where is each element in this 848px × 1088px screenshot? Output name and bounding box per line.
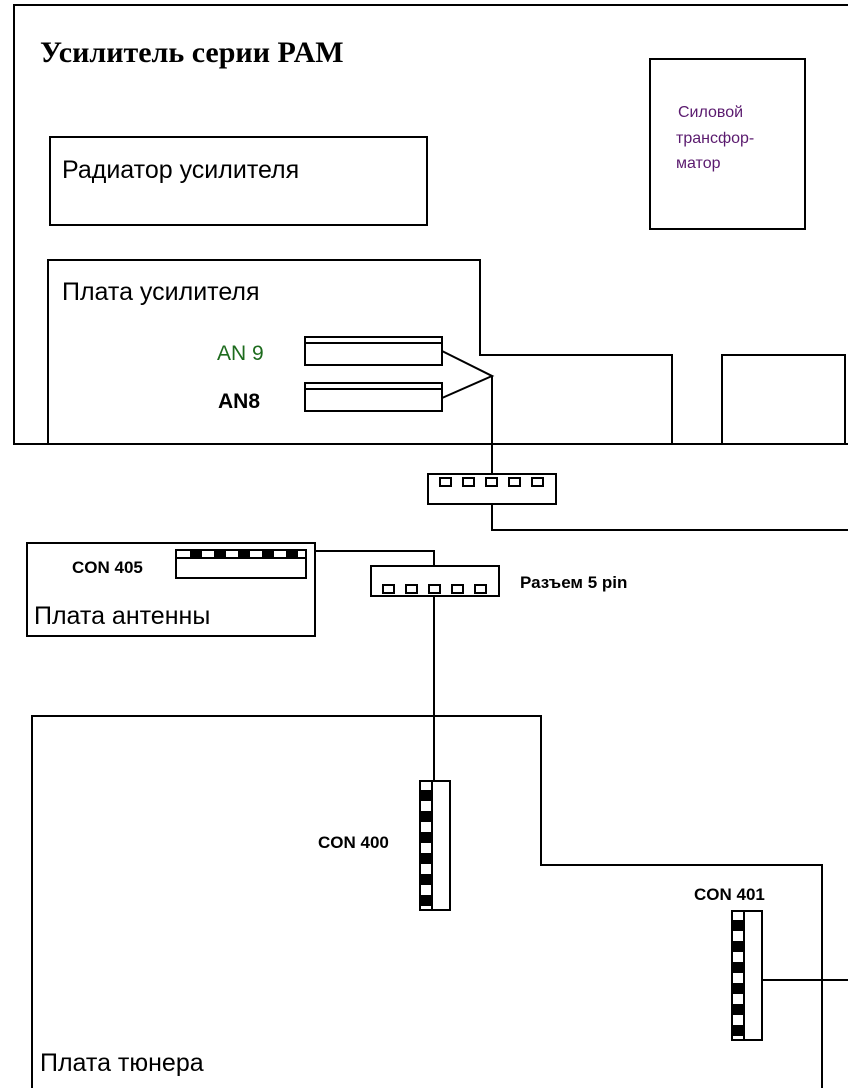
transformer-label-line-3: матор: [676, 155, 721, 172]
diagram-title: Усилитель серии PAM: [40, 36, 344, 69]
transformer-label-line-2: трансфор-: [676, 130, 754, 147]
connector-5pin-label: Разъем 5 pin: [520, 573, 627, 592]
an8-label: AN8: [218, 390, 260, 413]
amp-board-label: Плата усилителя: [62, 278, 260, 306]
con401-label: CON 401: [694, 885, 765, 904]
amp-board-right-part: [721, 354, 846, 444]
con401-connector: [731, 910, 763, 1041]
tuner-board-outline: [31, 715, 823, 1088]
antenna-board-label: Плата антенны: [34, 602, 210, 630]
an9-label: AN 9: [217, 342, 264, 365]
an-wire-merge: [441, 350, 495, 399]
con400-label: CON 400: [318, 833, 389, 852]
amp-board-outline: [47, 259, 673, 444]
transformer-block: [649, 58, 806, 230]
con405-pins: [190, 551, 298, 557]
antenna-wire: [315, 550, 435, 566]
transformer-label-line-1: Силовой: [678, 104, 743, 121]
radiator-label: Радиатор усилителя: [62, 156, 299, 184]
con400-pins: [421, 790, 431, 906]
middle-plug-pins: [439, 477, 544, 487]
con401-pins: [733, 920, 743, 1036]
connector-5pin-pins: [382, 584, 487, 594]
middle-plug-wire-right: [491, 504, 848, 531]
con400-connector: [419, 780, 451, 911]
tuner-board-label: Плата тюнера: [40, 1049, 204, 1077]
radiator-block: [49, 136, 428, 226]
con405-label: CON 405: [72, 558, 143, 577]
an9-connector: [304, 336, 443, 366]
an8-connector: [304, 382, 443, 412]
amplifier-chassis-outline: [13, 4, 848, 445]
